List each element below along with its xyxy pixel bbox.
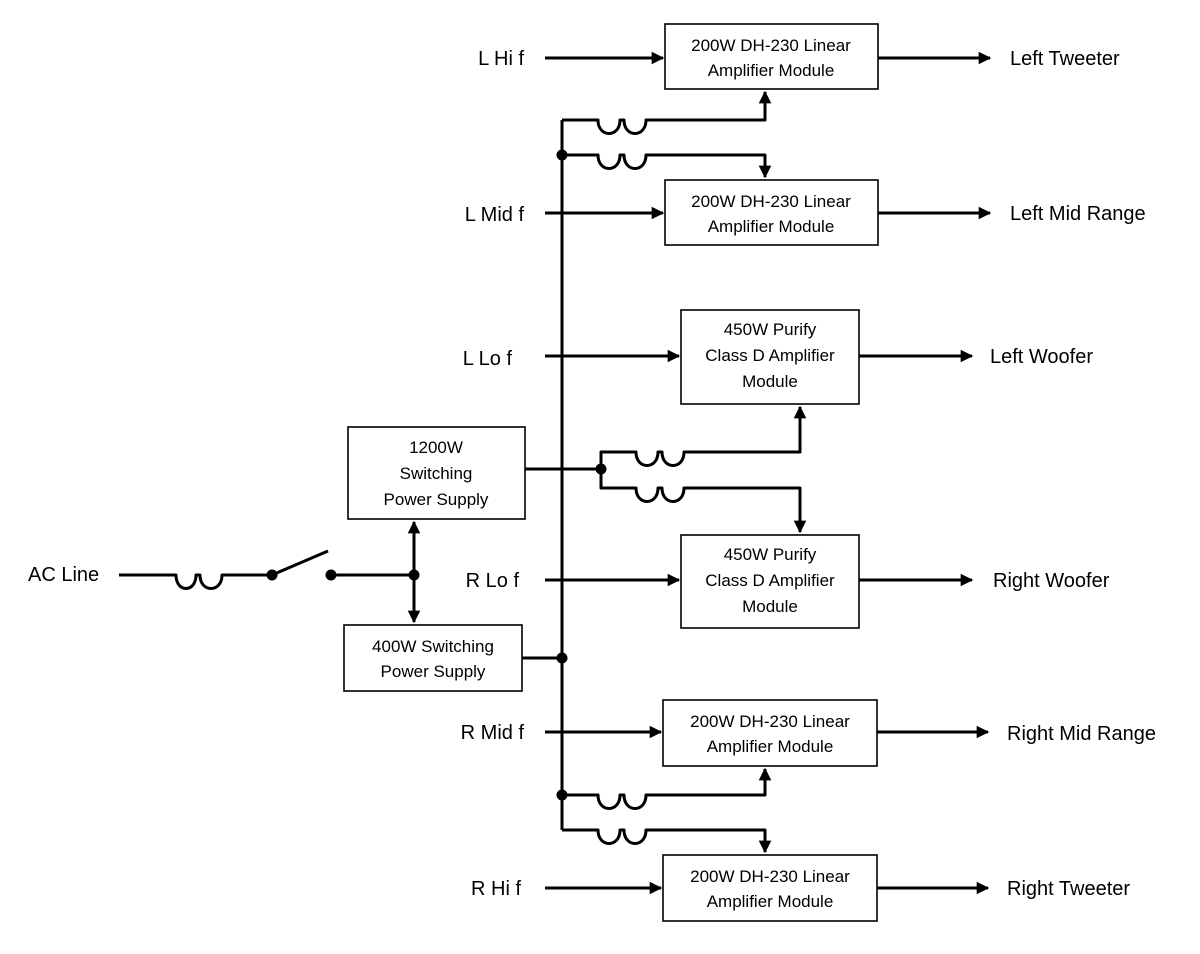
amp-left-lo-block: 450W Purify Class D Amplifier Module (680, 309, 860, 405)
fused-feed-l-mid (562, 153, 772, 179)
amp-right-hi-line2: Amplifier Module (707, 892, 834, 911)
output-label-left-mid-range: Left Mid Range (1010, 203, 1146, 225)
switch-contact-dot (325, 569, 337, 581)
input-label-l-hi: L Hi f (478, 48, 524, 70)
amp-right-mid-block: 200W DH-230 Linear Amplifier Module (662, 699, 878, 767)
psu-1200w-line3: Power Supply (384, 490, 489, 509)
output-label-right-tweeter: Right Tweeter (1007, 878, 1130, 900)
ac-switch-icon (271, 549, 329, 577)
amp-right-lo-line1: 450W Purify (724, 545, 817, 564)
switch-pivot-dot (266, 569, 278, 581)
amp-left-lo-line3: Module (742, 372, 798, 391)
amp-right-hi-block: 200W DH-230 Linear Amplifier Module (662, 854, 878, 922)
amp-right-mid-line2: Amplifier Module (707, 737, 834, 756)
amp-left-mid-line1: 200W DH-230 Linear (691, 192, 851, 211)
amp-right-hi-line1: 200W DH-230 Linear (690, 867, 850, 886)
amp-left-hi-block: 200W DH-230 Linear Amplifier Module (664, 23, 879, 90)
fused-feed-r-mid (562, 767, 772, 810)
output-label-left-woofer: Left Woofer (990, 346, 1093, 368)
fused-feed-l-hi (562, 90, 772, 135)
output-label-left-tweeter: Left Tweeter (1010, 48, 1120, 70)
amp-right-lo-line3: Module (742, 597, 798, 616)
amp-left-lo-line1: 450W Purify (724, 320, 817, 339)
input-label-r-mid: R Mid f (461, 722, 525, 744)
output-label-right-woofer: Right Woofer (993, 570, 1110, 592)
ac-fuse-wire (119, 573, 272, 590)
amp-right-lo-block: 450W Purify Class D Amplifier Module (680, 534, 860, 629)
psu-1200w-line1: 1200W (409, 438, 463, 457)
psu-1200w-block: 1200W Switching Power Supply (347, 426, 526, 520)
rail-junction-dot-psu (556, 652, 568, 664)
input-label-r-lo: R Lo f (466, 570, 520, 592)
fused-feed-l-lo (599, 405, 807, 469)
input-label-l-mid: L Mid f (465, 204, 525, 226)
amp-left-mid-block: 200W DH-230 Linear Amplifier Module (664, 179, 879, 246)
fused-feed-r-lo (599, 469, 807, 534)
psu-1200w-line2: Switching (400, 464, 473, 483)
input-label-r-hi: R Hi f (471, 878, 521, 900)
psu-400w-line2: Power Supply (381, 662, 486, 681)
amp-left-mid-line2: Amplifier Module (708, 217, 835, 236)
amp-left-hi-line1: 200W DH-230 Linear (691, 36, 851, 55)
input-label-ac-line: AC Line (28, 564, 99, 586)
amp-right-mid-line1: 200W DH-230 Linear (690, 712, 850, 731)
fused-feed-r-hi (562, 828, 772, 854)
output-label-right-mid-range: Right Mid Range (1007, 723, 1156, 745)
psu-400w-line1: 400W Switching (372, 637, 494, 656)
psu-400w-block: 400W Switching Power Supply (343, 624, 523, 692)
amp-left-lo-line2: Class D Amplifier (705, 346, 835, 365)
amp-left-hi-line2: Amplifier Module (708, 61, 835, 80)
input-label-l-lo: L Lo f (463, 348, 513, 370)
amp-right-lo-line2: Class D Amplifier (705, 571, 835, 590)
